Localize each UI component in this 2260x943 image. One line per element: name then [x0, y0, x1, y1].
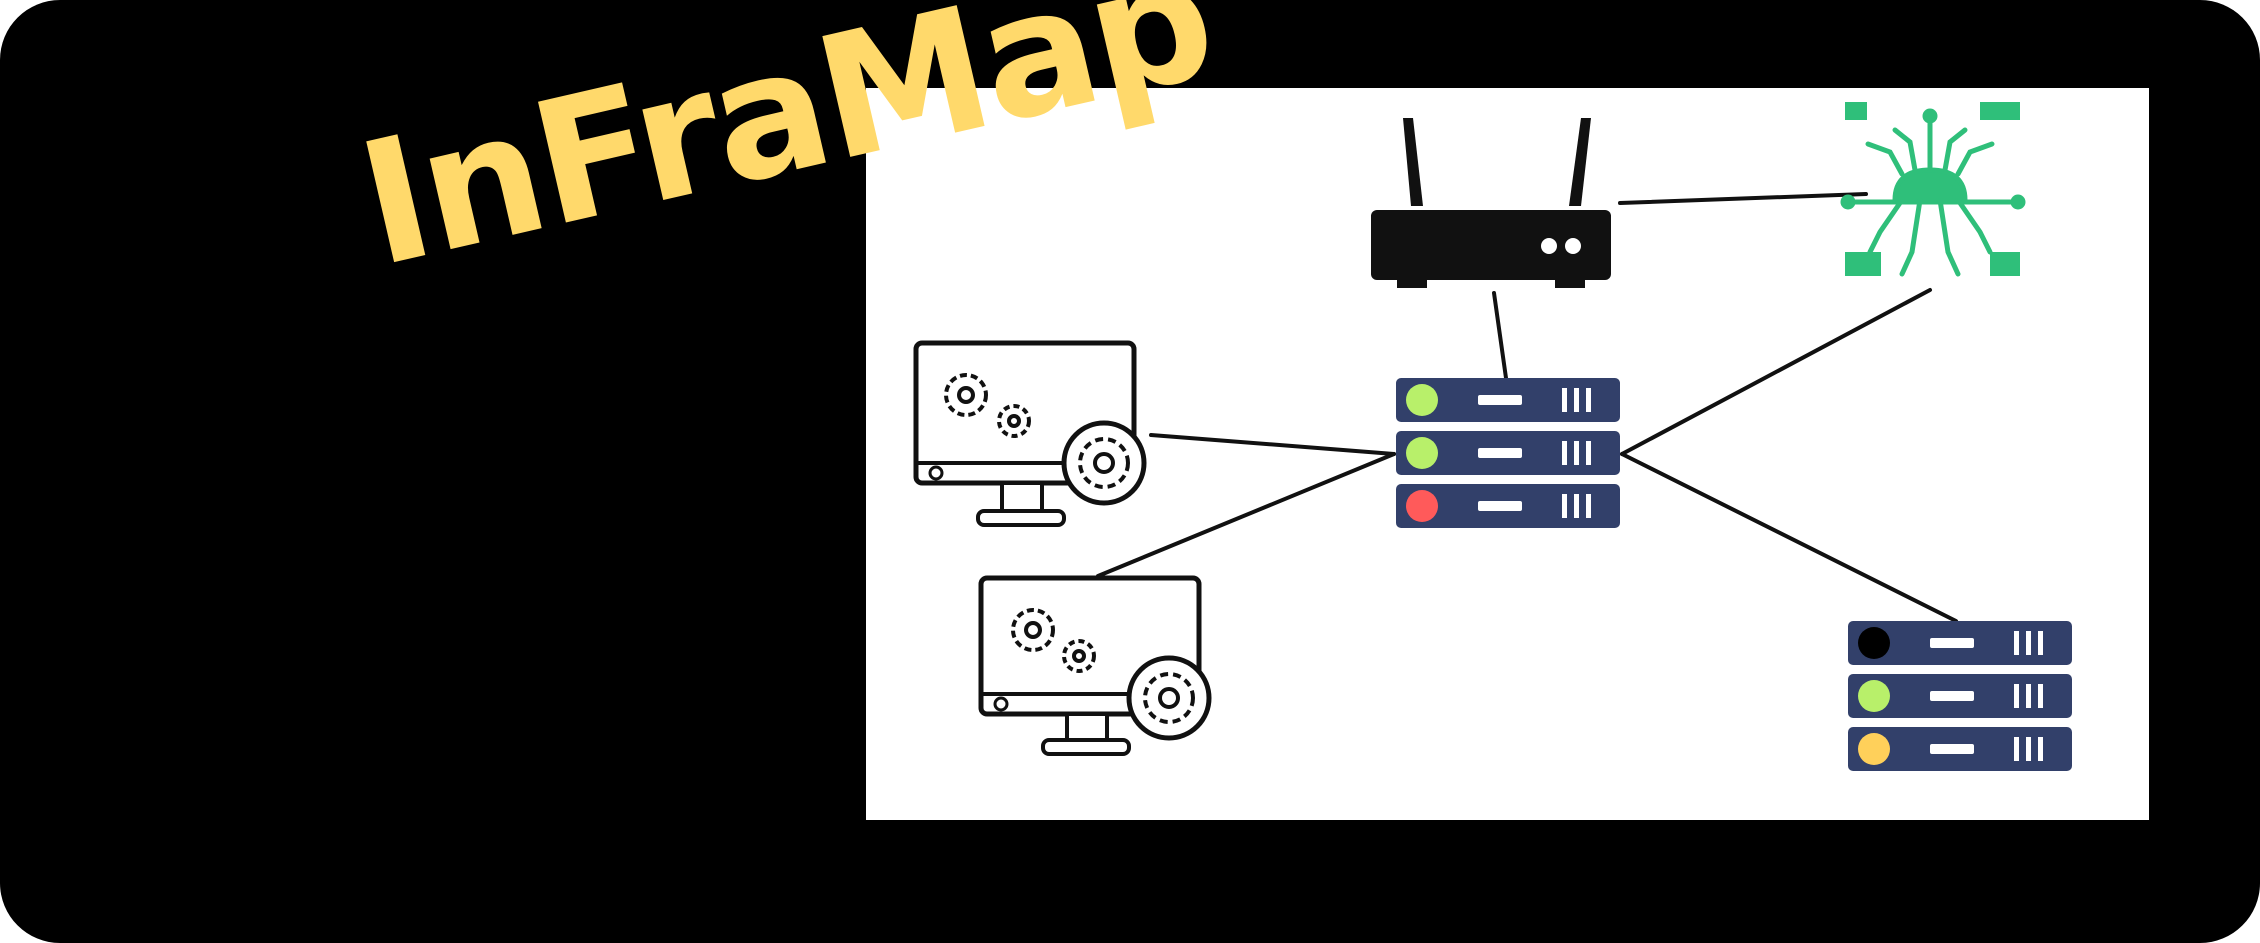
- vent-bar: [1574, 494, 1579, 518]
- status-light: [1406, 384, 1438, 416]
- status-light: [1406, 437, 1438, 469]
- vent-bar: [1574, 388, 1579, 412]
- vent-bar: [2014, 737, 2019, 761]
- link-router-server: [1492, 291, 1508, 380]
- link-workstation1-server: [1149, 433, 1396, 456]
- vent-bar: [1562, 388, 1567, 412]
- vent-bar: [2038, 631, 2043, 655]
- vent-bar: [1562, 441, 1567, 465]
- link-workstation2-server: [1096, 452, 1396, 578]
- drive-slot: [1930, 744, 1974, 754]
- router-icon: [1371, 118, 1611, 288]
- vent-bar: [2026, 737, 2031, 761]
- status-light: [1406, 490, 1438, 522]
- vent-bar: [2038, 737, 2043, 761]
- network-diagram: [913, 102, 2072, 771]
- workstation-icon-1: [913, 340, 1147, 527]
- vent-bar: [1586, 441, 1591, 465]
- drive-slot: [1478, 501, 1522, 511]
- vent-bar: [2014, 631, 2019, 655]
- links: [1096, 192, 1958, 623]
- diagram-canvas: [866, 88, 2149, 820]
- link-server-server2: [1620, 452, 1958, 623]
- circuit-chip-icon: [1840, 102, 2026, 277]
- vent-bar: [1586, 494, 1591, 518]
- drive-slot: [1478, 448, 1522, 458]
- status-light: [1858, 680, 1890, 712]
- workstation-icon-2: [978, 575, 1212, 756]
- vent-bar: [2014, 684, 2019, 708]
- vent-bar: [1562, 494, 1567, 518]
- vent-bar: [1574, 441, 1579, 465]
- status-light: [1858, 733, 1890, 765]
- link-chip-server: [1620, 288, 1932, 456]
- drive-slot: [1930, 691, 1974, 701]
- link-router-chip: [1618, 192, 1868, 205]
- vent-bar: [1586, 388, 1591, 412]
- status-light: [1858, 627, 1890, 659]
- server-rack-icon-main: [1396, 378, 1620, 528]
- vent-bar: [2026, 684, 2031, 708]
- vent-bar: [2038, 684, 2043, 708]
- vent-bar: [2026, 631, 2031, 655]
- drive-slot: [1478, 395, 1522, 405]
- drive-slot: [1930, 638, 1974, 648]
- server-rack-icon-secondary: [1848, 621, 2072, 771]
